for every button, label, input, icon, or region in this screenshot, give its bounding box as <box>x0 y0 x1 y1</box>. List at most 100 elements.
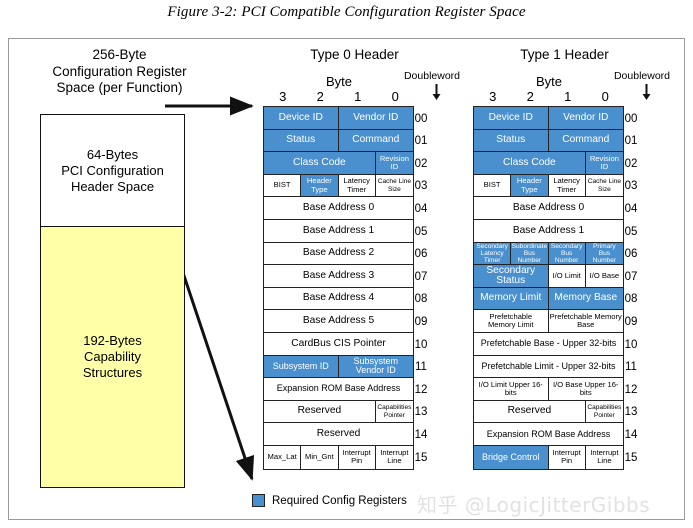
register-cell: Cache Line Size <box>375 174 413 197</box>
register-row: Base Address 5 <box>264 310 413 333</box>
doubleword-index: 06 <box>624 248 638 261</box>
doubleword-index: 05 <box>624 225 638 238</box>
type1-byte-number-1: 1 <box>564 89 572 104</box>
doubleword-index: 03 <box>414 180 428 193</box>
register-row: Base Address 0 <box>264 197 413 220</box>
register-cell: Status <box>264 129 339 152</box>
pci-config-header-space-block: 64-Bytes PCI Configuration Header Space <box>41 115 184 227</box>
register-cell: Reserved <box>474 400 586 423</box>
register-cell: Base Address 3 <box>264 265 413 287</box>
doubleword-index: 10 <box>624 338 638 351</box>
config-space-title: 256-Byte Configuration Register Space (p… <box>32 47 207 97</box>
capability-line-2: Capability <box>83 349 142 364</box>
register-cell: Secondary Latency Timer <box>474 242 512 265</box>
register-cell: Base Address 1 <box>474 219 623 242</box>
doubleword-index: 05 <box>414 225 428 238</box>
register-cell: Subordinate Bus Number <box>511 242 549 265</box>
doubleword-index: 02 <box>624 157 638 170</box>
register-row: Expansion ROM Base Address <box>474 423 623 446</box>
type0-byte-number-0: 0 <box>391 89 399 104</box>
type0-byte-number-3: 3 <box>279 89 287 104</box>
config-space-panel: 256-Byte Configuration Register Space (p… <box>32 47 237 488</box>
register-row: Base Address 0 <box>474 197 623 220</box>
register-cell: Base Address 1 <box>264 219 413 242</box>
register-cell: I/O Base Upper 16-bits <box>548 378 623 400</box>
doubleword-index: 08 <box>624 293 638 306</box>
register-cell: Prefetchable Limit - Upper 32-bits <box>474 355 623 378</box>
register-cell: Prefetchable Memory Base <box>548 310 623 332</box>
register-cell: Base Address 5 <box>264 310 413 332</box>
register-cell: Base Address 2 <box>264 242 413 265</box>
capability-structures-label: 192-Bytes Capability Structures <box>83 333 142 381</box>
register-cell: CardBus CIS Pointer <box>264 332 413 355</box>
doubleword-index: 04 <box>414 202 428 215</box>
type1-doubleword-label: Doubleword <box>613 70 671 82</box>
doubleword-index: 12 <box>624 383 638 396</box>
type0-doubleword-label: Doubleword <box>403 70 461 82</box>
register-cell: Header Type <box>511 174 549 197</box>
type1-doubleword-arrow-icon <box>641 84 652 106</box>
register-cell: Reserved <box>264 423 413 445</box>
register-cell: Capabilities Pointer <box>585 400 623 423</box>
doubleword-index: 01 <box>414 135 428 148</box>
register-cell: Device ID <box>474 107 549 129</box>
register-cell: Status <box>474 129 549 152</box>
legend: Required Config Registers <box>252 494 407 507</box>
register-cell: Revision ID <box>585 152 623 174</box>
register-cell: Prefetchable Memory Limit <box>474 310 549 332</box>
header-space-line-1: 64-Bytes <box>86 146 139 162</box>
register-row: Base Address 1 <box>474 219 623 243</box>
register-cell: Secondary Status <box>474 265 549 287</box>
capability-line-1: 192-Bytes <box>83 333 142 348</box>
register-row: Base Address 1 <box>264 219 413 243</box>
capability-structures-block: 192-Bytes Capability Structures <box>41 227 184 487</box>
register-cell: I/O Limit Upper 16-bits <box>474 378 549 400</box>
pci-config-header-space-label: 64-Bytes PCI Configuration Header Space <box>61 147 164 195</box>
header-space-line-3: Header Space <box>70 178 155 194</box>
doubleword-index: 14 <box>414 428 428 441</box>
register-row: Base Address 3 <box>264 265 413 288</box>
register-cell: BIST <box>474 174 512 197</box>
doubleword-index: 11 <box>625 361 637 374</box>
register-cell: Expansion ROM Base Address <box>474 423 623 445</box>
register-cell: Base Address 4 <box>264 287 413 310</box>
doubleword-index: 04 <box>624 202 638 215</box>
register-cell: Cache Line Size <box>585 174 623 197</box>
register-row: Base Address 2 <box>264 242 413 266</box>
type0-doubleword-arrow-icon <box>431 84 442 106</box>
watermark: 知乎 @LogicJitterGibbs <box>417 493 651 517</box>
doubleword-index: 00 <box>624 112 638 125</box>
register-cell: BIST <box>264 174 302 197</box>
register-cell: Reserved <box>264 400 376 423</box>
register-row: Reserved <box>264 423 413 446</box>
type1-byte-number-2: 2 <box>526 89 534 104</box>
doubleword-index: 10 <box>414 338 428 351</box>
type1-title: Type 1 Header <box>520 47 609 62</box>
doubleword-index: 14 <box>624 428 638 441</box>
register-cell: Header Type <box>301 174 339 197</box>
register-cell: Min_Gnt <box>301 445 339 469</box>
register-cell: I/O Limit <box>548 265 586 287</box>
type1-byte-label: Byte <box>535 74 562 89</box>
doubleword-index: 15 <box>624 451 638 464</box>
register-cell: Memory Base <box>548 287 623 310</box>
register-cell: Latency Timer <box>548 174 586 197</box>
register-cell: Base Address 0 <box>474 197 623 219</box>
